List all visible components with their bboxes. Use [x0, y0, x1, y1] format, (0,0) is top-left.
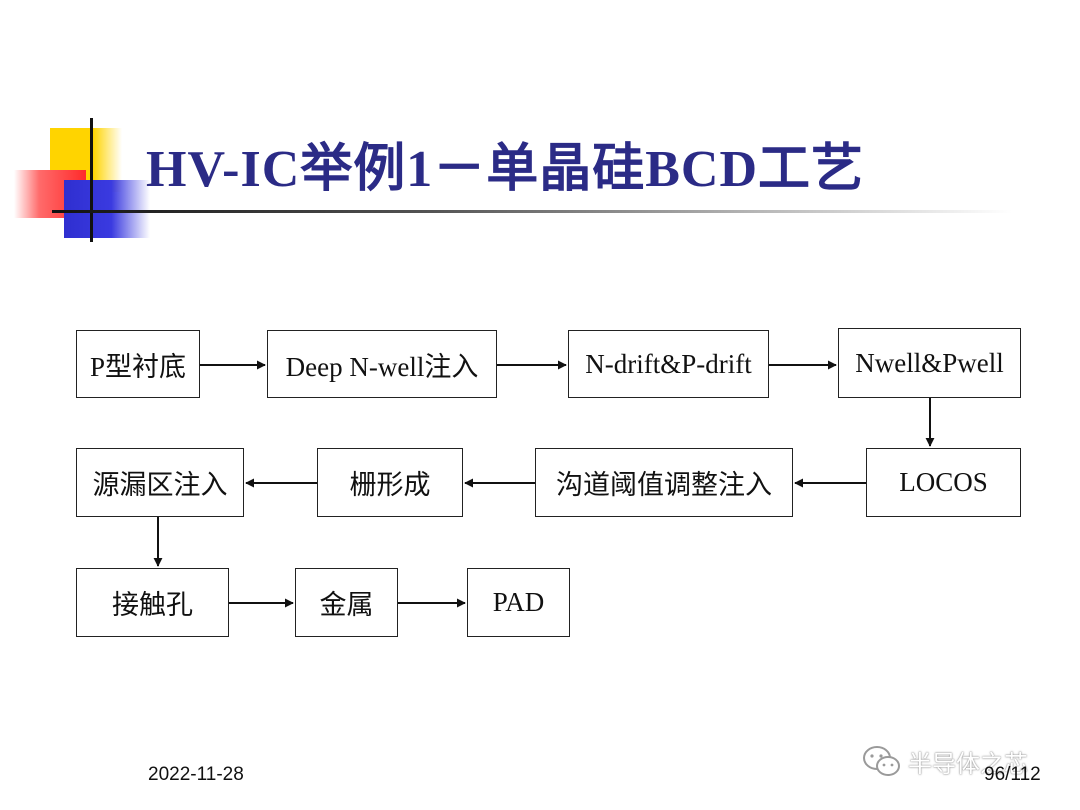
slide-date: 2022-11-28: [148, 764, 244, 785]
step-source-drain-implant: 源漏区注入: [76, 448, 244, 517]
step-metal: 金属: [295, 568, 398, 637]
title-underline: [52, 210, 1012, 213]
wechat-icon: [863, 745, 900, 776]
step-contact-hole: 接触孔: [76, 568, 229, 637]
decor-vertical-line: [90, 118, 93, 242]
step-nwell-pwell: Nwell&Pwell: [838, 328, 1021, 398]
step-gate-formation: 栅形成: [317, 448, 463, 517]
slide-title: HV-IC举例1－单晶硅BCD工艺: [146, 141, 865, 198]
step-pad: PAD: [467, 568, 570, 637]
watermark: 半导体之芯: [862, 744, 1028, 779]
page-number: 96/112: [984, 764, 1041, 785]
watermark-text: 半导体之芯: [908, 750, 1028, 778]
step-locos: LOCOS: [866, 448, 1021, 517]
decor-blue-square: [64, 180, 150, 238]
step-p-substrate: P型衬底: [76, 330, 200, 398]
step-ndrift-pdrift: N-drift&P-drift: [568, 330, 769, 398]
step-channel-vt-adjust-implant: 沟道阈值调整注入: [535, 448, 793, 517]
step-deep-nwell-implant: Deep N-well注入: [267, 330, 497, 398]
